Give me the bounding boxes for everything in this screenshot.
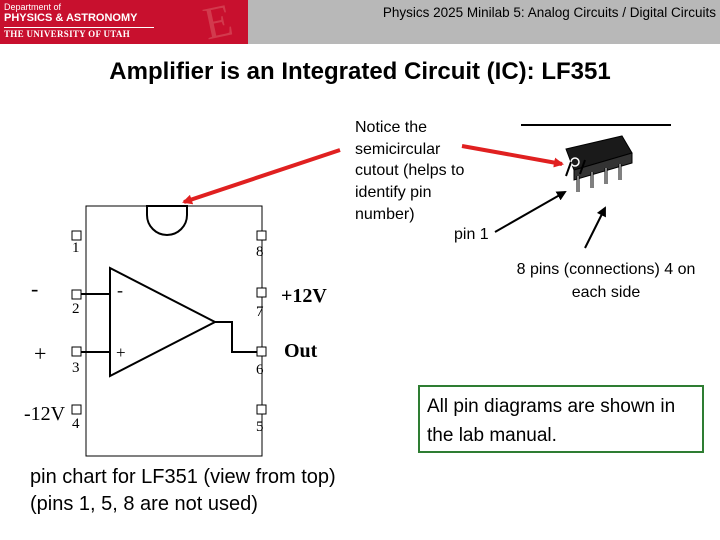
- pin-2-pad: [71, 289, 82, 300]
- pin-3-number: 3: [72, 360, 80, 376]
- pin1-annotation: pin 1: [454, 226, 489, 243]
- pin2-label: -: [31, 276, 38, 301]
- logo-line-department: Department of: [4, 2, 62, 12]
- pin-2-number: 2: [72, 301, 80, 317]
- course-title: Physics 2025 Minilab 5: Analog Circuits …: [382, 5, 716, 20]
- wire-output: [215, 321, 257, 353]
- pin-count-annotation: 8 pins (connections) 4 on each side: [516, 261, 696, 301]
- university-seal-icon: E: [170, 2, 240, 42]
- pin1-pointer-arrow: [494, 191, 567, 233]
- pin6-label: Out: [284, 340, 318, 362]
- pin-8-number: 8: [256, 244, 264, 260]
- manual-note-box: [418, 385, 704, 453]
- caption-line-2: (pins 1, 5, 8 are not used): [30, 493, 258, 515]
- pin-6-number: 6: [256, 362, 264, 378]
- logo-divider: [4, 27, 154, 28]
- logo-line-physics: PHYSICS & ASTRONOMY: [4, 12, 138, 24]
- pins-pointer-arrow: [584, 206, 606, 249]
- pin-5-number: 5: [256, 419, 264, 435]
- notch-pointer-arrow: [182, 148, 341, 205]
- logo-line-university: THE UNIVERSITY OF UTAH: [4, 29, 131, 39]
- pin-1-number: 1: [72, 240, 80, 256]
- ic-notch: [146, 205, 188, 236]
- opamp-triangle-icon: [109, 266, 218, 378]
- pin4-label: -12V: [24, 403, 66, 425]
- pin-8-pad: [256, 230, 267, 241]
- pin-7-number: 7: [256, 304, 264, 320]
- caption-line-1: pin chart for LF351 (view from top): [30, 466, 336, 488]
- pin-7-pad: [256, 287, 267, 298]
- opamp-noninverting-sign: +: [116, 343, 126, 362]
- pin-3-pad: [71, 346, 82, 357]
- chip-notch-pointer-arrow: [461, 144, 564, 168]
- pin-5-pad: [256, 404, 267, 415]
- pin-4-number: 4: [72, 416, 80, 432]
- ic-chip-icon: [521, 124, 671, 192]
- manual-note-text: All pin diagrams are shown in the lab ma…: [427, 396, 676, 446]
- pin7-label: +12V: [281, 285, 327, 307]
- pin-6-pad: [256, 346, 267, 357]
- slide-title: Amplifier is an Integrated Circuit (IC):…: [109, 58, 611, 85]
- notice-annotation: Notice the semicircular cutout (helps to…: [355, 119, 465, 223]
- opamp-inverting-sign: -: [117, 280, 123, 300]
- pin-4-pad: [71, 404, 82, 415]
- pin-chart-caption: pin chart for LF351 (view from top) (pin…: [30, 464, 430, 518]
- pin-1-pad: [71, 230, 82, 241]
- pin3-label: +: [34, 341, 46, 366]
